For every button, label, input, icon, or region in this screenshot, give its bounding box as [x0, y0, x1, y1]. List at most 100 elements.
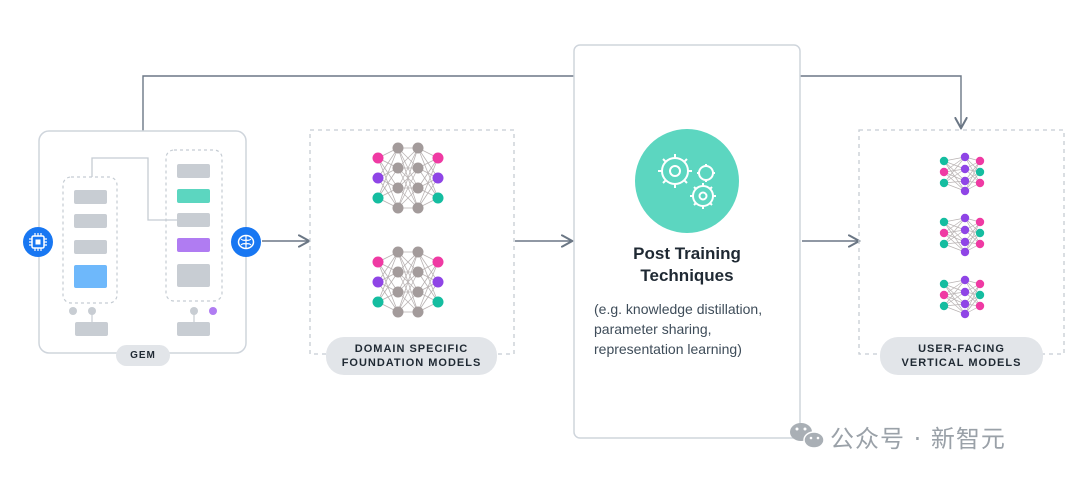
- domain-models-label: DOMAIN SPECIFIC FOUNDATION MODELS: [326, 337, 497, 375]
- network-edge: [943, 160, 966, 182]
- network-edge: [943, 232, 966, 253]
- gem-block: [177, 164, 210, 178]
- network-node: [412, 306, 424, 318]
- network-node: [412, 266, 424, 278]
- network-node: [939, 279, 949, 289]
- gem-block: [74, 240, 107, 254]
- network-edge: [377, 147, 399, 179]
- network-node: [372, 152, 384, 164]
- network-node: [392, 162, 404, 174]
- network-node: [975, 228, 985, 238]
- gem-block: [177, 322, 210, 336]
- post-training-example-3: representation learning): [594, 341, 742, 357]
- network-edge: [964, 221, 981, 253]
- network-node: [392, 306, 404, 318]
- network-node: [975, 279, 985, 289]
- network-node: [939, 228, 949, 238]
- network-node: [960, 186, 970, 196]
- network-edge: [397, 271, 419, 313]
- gem-dot: [69, 307, 77, 315]
- network-node: [960, 309, 970, 319]
- neural-network-icon-small: [939, 152, 985, 196]
- network-node: [939, 178, 949, 188]
- vertical-models-label-line1: USER-FACING: [918, 343, 1005, 355]
- network-edge: [943, 283, 966, 305]
- network-edge: [964, 156, 981, 184]
- network-edge: [943, 279, 966, 296]
- domain-models-label-line2: FOUNDATION MODELS: [341, 357, 482, 369]
- network-node: [432, 172, 444, 184]
- network-node: [960, 225, 970, 235]
- network-edge: [417, 281, 439, 313]
- network-node: [975, 239, 985, 249]
- network-edge: [377, 251, 399, 283]
- watermark-text: 公众号 · 新智元: [830, 424, 1006, 453]
- network-node: [960, 287, 970, 297]
- network-edge: [397, 251, 419, 313]
- domain-models-box: [309, 129, 515, 355]
- gem-block-lilac: [177, 238, 210, 252]
- network-edge: [943, 217, 966, 245]
- network-node: [975, 217, 985, 227]
- network-node: [975, 290, 985, 300]
- network-node: [960, 247, 970, 257]
- network-edge: [417, 157, 439, 189]
- network-node: [412, 286, 424, 298]
- network-node: [939, 290, 949, 300]
- network-edge: [964, 279, 981, 307]
- network-edge: [943, 156, 966, 173]
- gem-box: [38, 130, 247, 354]
- gem-internal-connector: [91, 157, 177, 221]
- brain-icon: [231, 227, 261, 257]
- network-edge: [964, 283, 981, 315]
- network-node: [392, 202, 404, 214]
- network-edge: [943, 229, 966, 245]
- top-connector-line: [142, 75, 961, 131]
- network-node: [960, 299, 970, 309]
- network-node: [412, 142, 424, 154]
- network-edge: [943, 291, 966, 307]
- network-node: [975, 156, 985, 166]
- neural-network-icon: [372, 142, 444, 214]
- network-node: [372, 192, 384, 204]
- post-training-example-1: (e.g. knowledge distillation,: [594, 301, 763, 317]
- network-node: [975, 167, 985, 177]
- network-node: [975, 301, 985, 311]
- neural-network-icon-small: [939, 213, 985, 257]
- gem-dot-lilac: [209, 307, 217, 315]
- gears-icon: [635, 129, 739, 233]
- network-edge: [943, 156, 966, 184]
- gem-block: [74, 190, 107, 204]
- network-edge: [377, 251, 399, 303]
- network-edge: [964, 217, 981, 245]
- gem-block: [177, 264, 210, 287]
- network-edge: [377, 167, 399, 199]
- wechat-icon: [790, 423, 825, 449]
- network-node: [412, 246, 424, 258]
- network-node: [432, 152, 444, 164]
- post-training-title-line2: Techniques: [640, 266, 734, 285]
- network-edge: [964, 160, 981, 192]
- post-training-title: Post Training Techniques: [574, 243, 800, 287]
- network-edge: [377, 147, 399, 199]
- network-edge: [417, 261, 439, 293]
- network-edge: [943, 294, 966, 315]
- network-edge: [943, 279, 966, 307]
- gem-left-column: [62, 176, 118, 304]
- vertical-models-label-line2: VERTICAL MODELS: [901, 357, 1022, 369]
- network-edge: [417, 177, 439, 209]
- network-node: [432, 192, 444, 204]
- network-node: [432, 296, 444, 308]
- gem-block: [74, 214, 107, 228]
- network-node: [412, 182, 424, 194]
- network-edge: [417, 261, 439, 313]
- neural-network-icon: [372, 246, 444, 318]
- domain-models-label-line1: DOMAIN SPECIFIC: [354, 343, 469, 355]
- cpu-chip-icon: [23, 227, 53, 257]
- network-edge: [397, 147, 419, 189]
- network-edge: [943, 221, 966, 243]
- post-training-examples: (e.g. knowledge distillation, parameter …: [594, 299, 794, 359]
- network-edge: [943, 171, 966, 192]
- network-node: [975, 178, 985, 188]
